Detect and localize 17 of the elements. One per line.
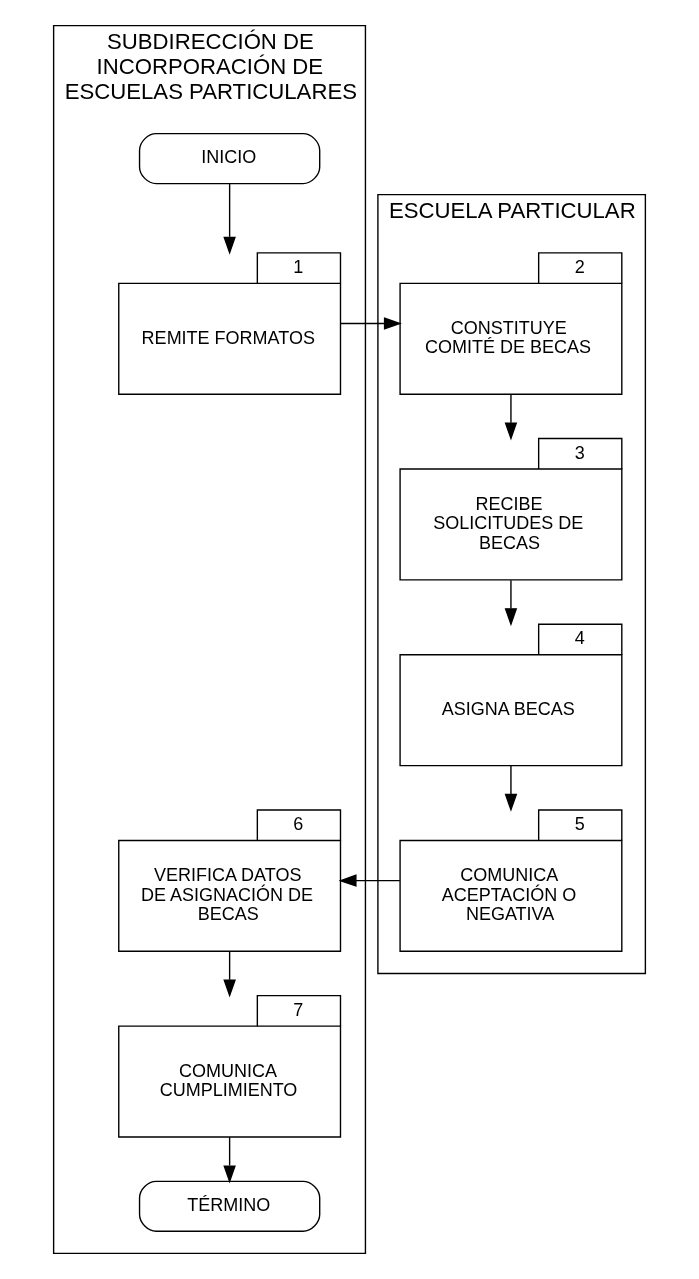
- node-label: 1: [293, 256, 304, 277]
- arrow: [504, 579, 518, 627]
- node-label: 6: [293, 813, 304, 834]
- arrow: [223, 1136, 236, 1184]
- node-box: INICIO: [138, 133, 321, 185]
- arrow: [338, 874, 401, 887]
- node-label: 5: [574, 813, 585, 834]
- arrow: [223, 182, 236, 255]
- node-box: TÉRMINO: [138, 1180, 321, 1232]
- arrow: [339, 317, 402, 330]
- node-label: 4: [574, 628, 585, 649]
- node-label: 7: [293, 999, 304, 1020]
- arrow: [223, 951, 236, 998]
- node-label: 3: [574, 442, 585, 463]
- arrow: [504, 393, 518, 441]
- arrow: [504, 765, 518, 812]
- node-label: 2: [574, 256, 585, 277]
